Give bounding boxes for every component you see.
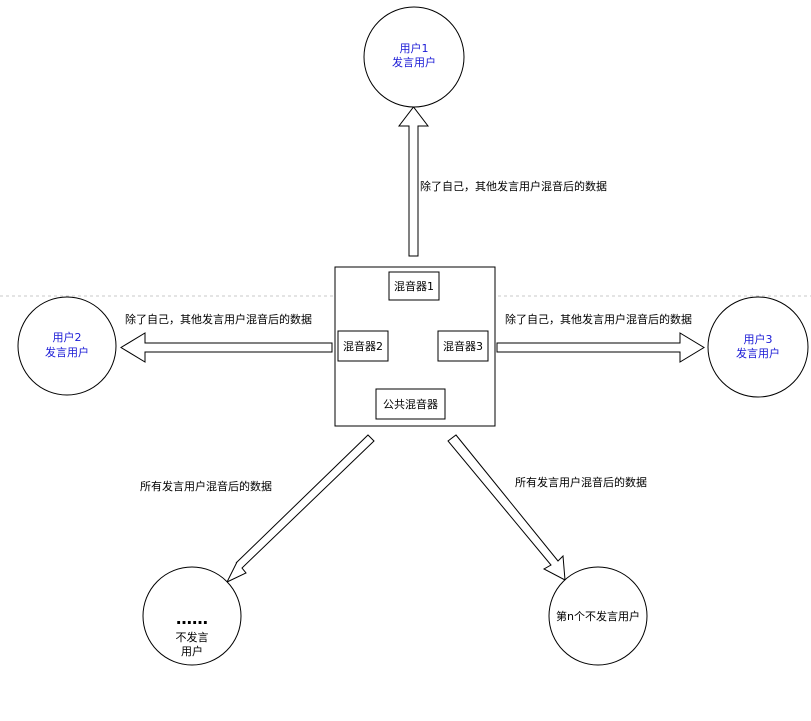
mixer3-box <box>437 330 489 362</box>
listener-dots-node <box>142 566 242 666</box>
public-mixer-box <box>375 388 446 420</box>
user1-role: 发言用户 <box>392 55 436 69</box>
mixer2-box <box>337 330 389 362</box>
user2-role: 发言用户 <box>45 345 89 359</box>
arrow-to-listener-n <box>447 434 566 581</box>
arrow-to-user3 <box>496 332 705 363</box>
listener-dots-line2: 用户 <box>181 644 203 658</box>
user1-node <box>363 6 465 108</box>
arrow-to-user1 <box>397 106 430 257</box>
user3-node <box>707 296 809 398</box>
user2-name: 用户2 <box>53 330 82 344</box>
mixer1-label: 混音器1 <box>394 279 434 293</box>
listener-n-node <box>548 566 648 666</box>
user3-name: 用户3 <box>744 332 773 346</box>
mixer1-box <box>388 271 440 301</box>
listener-dots-line1: 不发言 <box>176 630 209 644</box>
listener-n-label: 第n个不发言用户 <box>556 609 640 623</box>
edge-label-to-listener-dots: 所有发言用户混音后的数据 <box>140 479 272 493</box>
user1-name: 用户1 <box>400 41 429 55</box>
edge-label-to-listener-n: 所有发言用户混音后的数据 <box>515 475 647 489</box>
public-mixer-label: 公共混音器 <box>383 397 438 411</box>
arrow-to-user2 <box>120 332 333 363</box>
mixer3-label: 混音器3 <box>443 339 483 353</box>
edge-label-to-user3: 除了自己，其他发言用户混音后的数据 <box>505 312 692 326</box>
listener-dots-ellipsis: …… <box>176 609 208 628</box>
user2-node <box>17 296 117 396</box>
edge-label-to-user1: 除了自己，其他发言用户混音后的数据 <box>420 179 607 193</box>
user3-role: 发言用户 <box>736 346 780 360</box>
edge-label-to-user2: 除了自己，其他发言用户混音后的数据 <box>125 312 312 326</box>
arrow-to-listener-dots <box>225 434 375 584</box>
mixer2-label: 混音器2 <box>343 339 383 353</box>
